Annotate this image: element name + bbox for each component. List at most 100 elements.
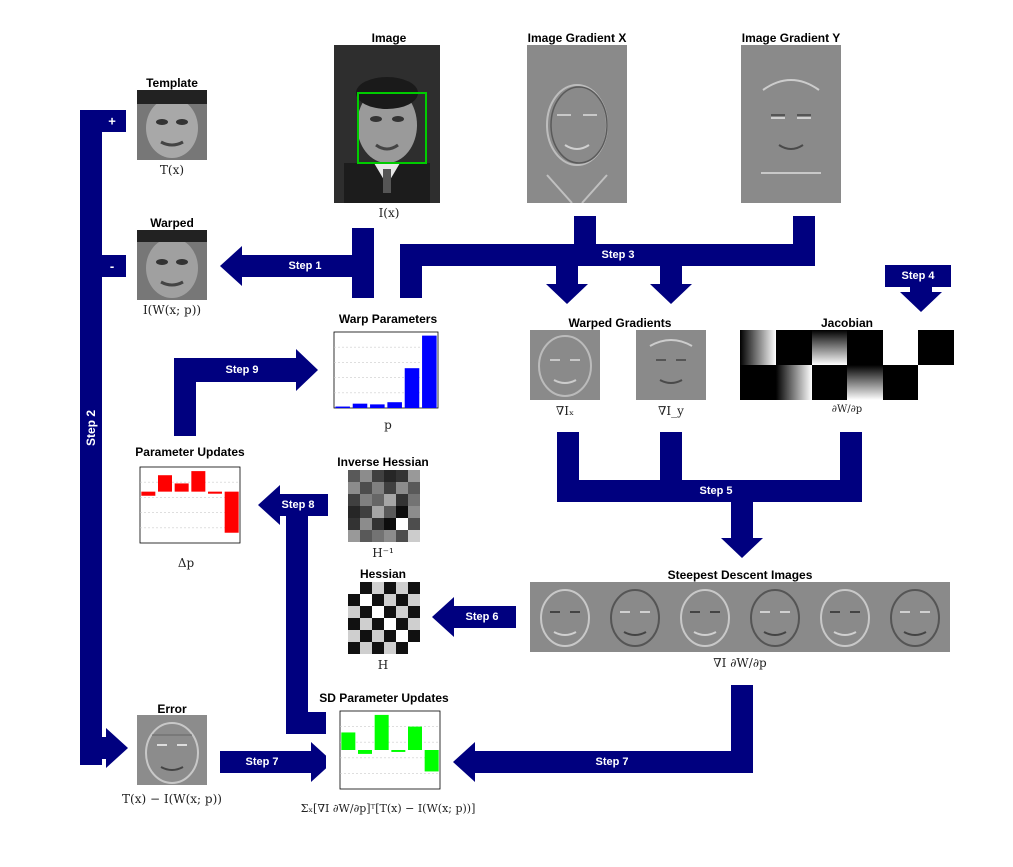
hessian-cell (372, 582, 384, 594)
inverse-hessian-cell (372, 518, 384, 530)
inverse-hessian-cell (372, 482, 384, 494)
param-updates-bar-1 (141, 491, 156, 496)
steepest-descent-mouth (763, 631, 787, 636)
warp-params-chart (320, 326, 444, 416)
inverse-hessian-cell (408, 506, 420, 518)
step8-vertical (286, 494, 308, 734)
steepest-descent-face (820, 589, 870, 647)
hessian-cell (348, 606, 360, 618)
step6-label: Step 6 (465, 611, 499, 623)
step5-label: Step 5 (699, 485, 733, 497)
face-photo-icon (334, 45, 440, 203)
hessian-cell (396, 606, 408, 618)
inverse-hessian-icon (348, 470, 420, 542)
inverse-hessian-cell (348, 470, 360, 482)
steepest-descent-face (890, 589, 940, 647)
warp-params-bar-5 (404, 368, 420, 408)
inverse-hessian-cell (348, 482, 360, 494)
hessian-cell (384, 594, 396, 606)
grad-wx-label: ∇Iₓ (555, 404, 575, 418)
step3-top-bar (400, 244, 815, 266)
hessian-cell (408, 606, 420, 618)
inverse-hessian-cell (360, 494, 372, 506)
hessian-image (348, 582, 420, 654)
step3-drop-right (660, 244, 682, 286)
inverse-hessian-cell (372, 530, 384, 542)
hessian-cell (396, 618, 408, 630)
hessian-cell (408, 630, 420, 642)
step5-bar (557, 480, 862, 502)
warp-params-svg (333, 331, 439, 409)
step9-label: Step 9 (225, 364, 259, 376)
inverse-hessian-cell (384, 506, 396, 518)
steepest-descent-face (680, 589, 730, 647)
step3-arrowhead-left (546, 284, 588, 304)
hessian-icon (348, 582, 420, 654)
hessian-cell (372, 606, 384, 618)
inverse-hessian-cell (384, 482, 396, 494)
inverse-hessian-cell (384, 494, 396, 506)
sd-param-updates-svg (339, 710, 441, 790)
warped-gradient-x-image (530, 330, 600, 400)
param-updates-label: Δp (177, 556, 195, 570)
step5-mid (660, 432, 682, 482)
step2-label: Step 2 (84, 409, 98, 447)
warped-gradient-y-image (636, 330, 706, 400)
face-template-icon (137, 90, 207, 160)
hessian-cell (348, 594, 360, 606)
gradient-y-image (741, 45, 841, 203)
inverse-hessian-cell (396, 530, 408, 542)
param-updates-bar-5 (208, 491, 222, 494)
param-updates-chart (126, 461, 246, 551)
gradient-y-icon (741, 45, 841, 203)
hessian-cell (396, 642, 408, 654)
sd-updates-bar-5 (408, 726, 422, 750)
steepest-descent-face (610, 589, 660, 647)
gradient-x-icon (527, 45, 627, 203)
step3-to-warp-params (400, 244, 422, 298)
grad-wy-label: ∇I_y (658, 404, 684, 418)
sd-param-updates-title: SD Parameter Updates (319, 691, 449, 705)
hessian-cell (384, 630, 396, 642)
step1-bar (240, 255, 374, 277)
step3-drop-left (556, 244, 578, 286)
step8-top (280, 494, 328, 516)
hessian-cell (372, 618, 384, 630)
step7-left-label: Step 7 (245, 756, 279, 768)
step6-bar (452, 606, 516, 628)
warp-params-bar-1 (335, 406, 350, 409)
inverse-hessian-cell (384, 518, 396, 530)
jacobian-title: Jacobian (820, 316, 874, 330)
hessian-cell (384, 582, 396, 594)
step2-bottom-branch (80, 737, 108, 759)
hessian-cell (372, 630, 384, 642)
hessian-cell (360, 618, 372, 630)
inverse-hessian-cell (360, 506, 372, 518)
step5-arrowhead (721, 538, 763, 558)
step1-label: Step 1 (288, 260, 322, 272)
sd-updates-bar-2 (358, 750, 372, 754)
inverse-hessian-image (348, 470, 420, 542)
step4-label: Step 4 (901, 270, 935, 282)
hessian-label: H (377, 658, 389, 672)
step8-bottom (286, 712, 326, 734)
hessian-cell (384, 618, 396, 630)
warped-title: Warped (150, 216, 194, 230)
inverse-hessian-cell (396, 494, 408, 506)
image-title: Image (371, 31, 407, 45)
grad-x-title: Image Gradient X (527, 31, 627, 45)
inverse-hessian-cell (360, 530, 372, 542)
hessian-cell (348, 582, 360, 594)
template-image (137, 90, 207, 160)
jacobian-icon (740, 330, 954, 400)
face-warped-icon (137, 230, 207, 300)
hessian-cell (384, 606, 396, 618)
steepest-descent-image (530, 582, 950, 652)
inverse-hessian-cell (396, 506, 408, 518)
sd-param-updates-label: Σₓ[∇I ∂W/∂p]ᵀ[T(x) − I(W(x; p))] (300, 802, 476, 815)
steepest-descent-mouth (623, 631, 647, 636)
warped-gradient-x-icon (530, 330, 600, 400)
inverse-hessian-title: Inverse Hessian (337, 455, 429, 469)
sd-updates-bar-1 (341, 732, 356, 750)
warp-params-label: p (384, 418, 392, 432)
